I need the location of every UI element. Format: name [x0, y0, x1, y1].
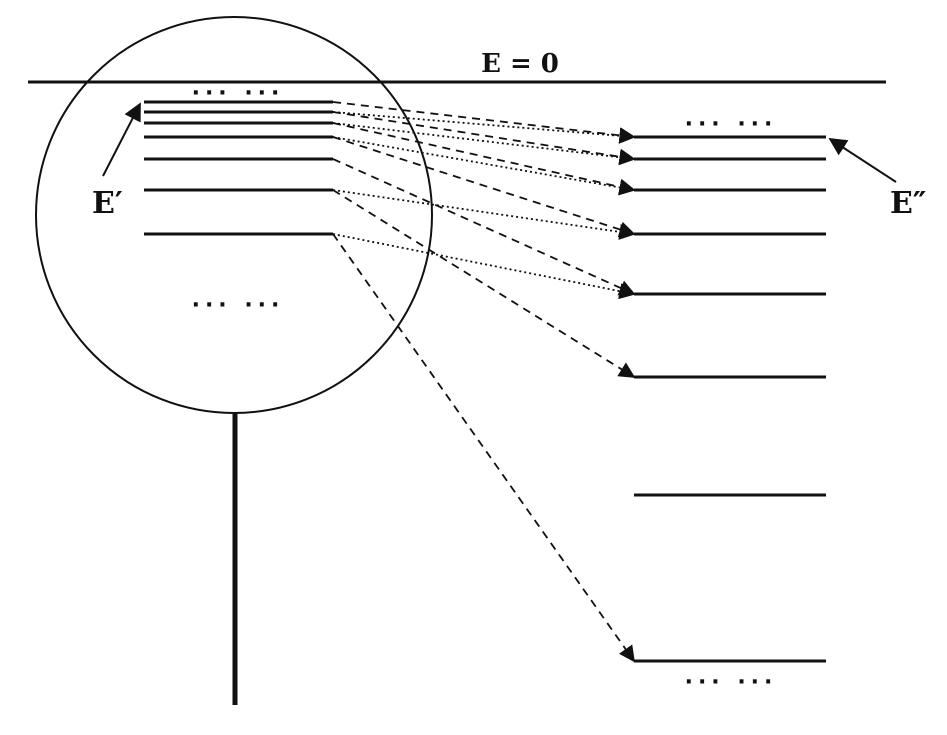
zero-energy-label: E = 0 [481, 49, 559, 79]
right-energy-levels [634, 135, 826, 663]
transition-arrows [332, 101, 636, 663]
left-energy-levels [144, 100, 333, 236]
right-top-ellipsis: ··· ··· [685, 112, 778, 137]
dotted-transition-arrow [332, 189, 636, 240]
dashed-transition-arrow [332, 158, 636, 296]
dashed-transition-arrow [332, 122, 636, 195]
dashed-transition-arrow [332, 136, 636, 238]
right-bottom-ellipsis: ··· ··· [685, 670, 778, 695]
dashed-transition-arrow [332, 101, 636, 144]
right-energy-pointer [828, 138, 897, 183]
dashed-transition-arrow [332, 111, 636, 165]
left-bottom-ellipsis: ··· ··· [192, 293, 285, 318]
dotted-transition-arrow [332, 233, 636, 300]
dotted-transition-arrow [332, 111, 636, 144]
dashed-transition-arrow [332, 233, 635, 663]
dotted-transition-arrow [332, 136, 636, 196]
right-energy-label: E″ [890, 186, 926, 221]
dashed-transition-arrow [332, 189, 636, 378]
left-energy-pointer [102, 102, 141, 177]
left-energy-label: E′ [92, 186, 123, 221]
dotted-transition-arrow [332, 122, 636, 166]
